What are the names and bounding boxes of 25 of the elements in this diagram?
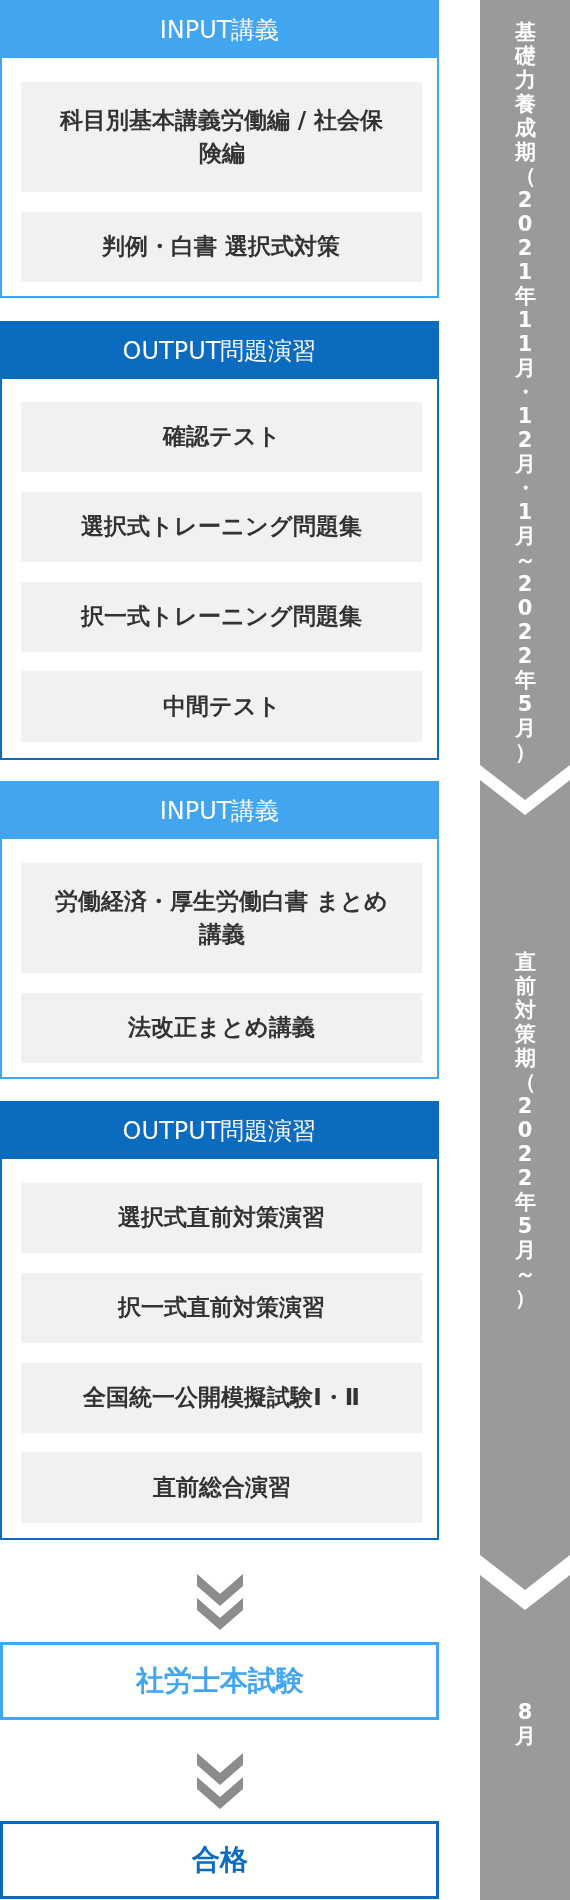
section-panel xyxy=(0,1101,439,1540)
course-item: 全国統一公開模擬試験Ⅰ・Ⅱ xyxy=(21,1363,422,1433)
course-item: 択一式トレーニング問題集 xyxy=(21,582,422,652)
section-header: OUTPUT問題演習 xyxy=(2,1103,437,1159)
section-header: INPUT講義 xyxy=(2,2,437,58)
period-label: 基礎力養成期（2021年11月・12月・1月～2022年5月） xyxy=(513,20,537,764)
course-item: 直前総合演習 xyxy=(21,1452,422,1523)
course-item: 労働経済・厚生労働白書 まとめ講義 xyxy=(21,863,422,973)
course-item: 科目別基本講義労働編 / 社会保険編 xyxy=(21,82,422,192)
course-item: 選択式直前対策演習 xyxy=(21,1183,422,1253)
course-item: 法改正まとめ講義 xyxy=(21,993,422,1063)
section-header: INPUT講義 xyxy=(2,783,437,839)
section-panel xyxy=(0,781,439,1079)
period-label: 8月 xyxy=(513,1700,537,1748)
result-box: 合格 xyxy=(0,1821,439,1899)
section-panel xyxy=(0,321,439,760)
section-panel xyxy=(0,0,439,298)
course-item: 判例・白書 選択式対策 xyxy=(21,212,422,282)
course-item: 択一式直前対策演習 xyxy=(21,1273,422,1343)
course-item: 確認テスト xyxy=(21,402,422,472)
section-header: OUTPUT問題演習 xyxy=(2,323,437,379)
period-label: 直前対策期（2022年5月～） xyxy=(513,950,537,1310)
course-item: 中間テスト xyxy=(21,671,422,742)
exam-box: 社労士本試験 xyxy=(0,1642,439,1720)
course-item: 選択式トレーニング問題集 xyxy=(21,492,422,562)
